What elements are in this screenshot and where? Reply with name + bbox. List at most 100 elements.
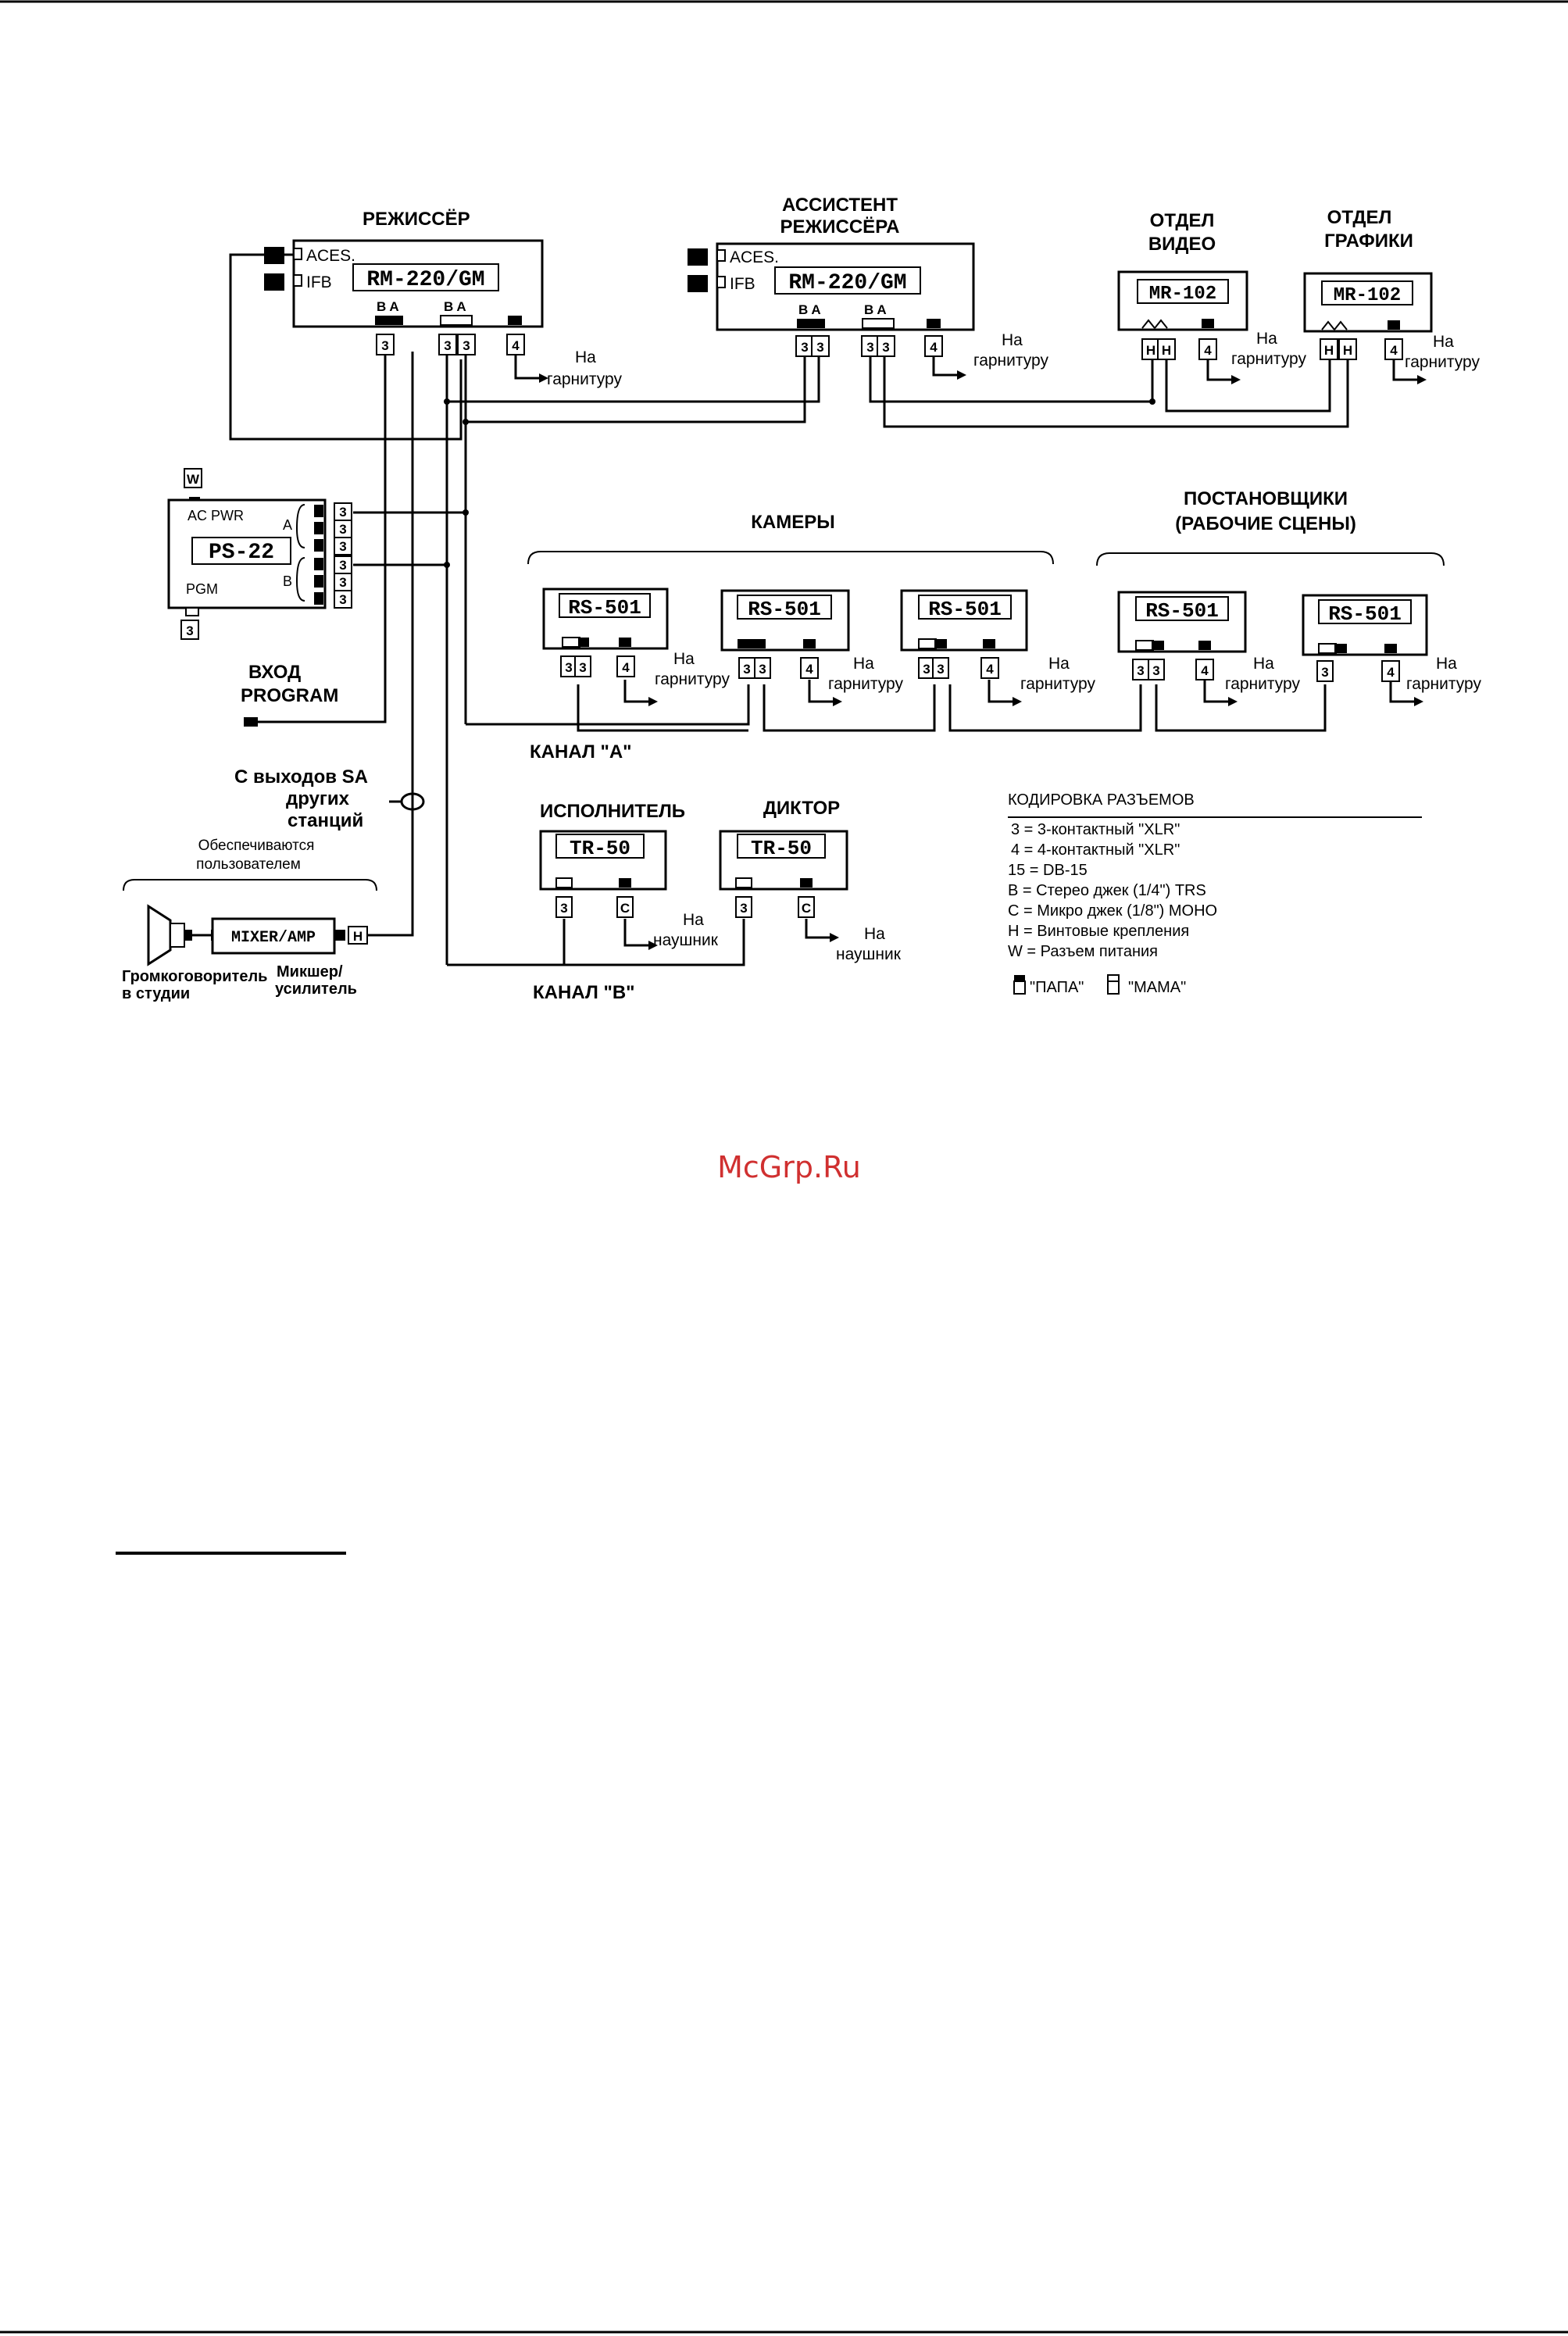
power-supply-station: W AC PWR PS-22 A B 3 3 3 3 3 3 PGM 3 bbox=[167, 468, 352, 640]
svg-text:3: 3 bbox=[882, 340, 889, 355]
mixer-caption-2: усилитель bbox=[275, 980, 357, 998]
graphics-dept-station: ОТДЕЛ ГРАФИКИ MR-102 H H 4 На гарнитуру bbox=[1303, 207, 1480, 371]
svg-text:3: 3 bbox=[339, 592, 346, 607]
mixer-caption-1: Микшер/ bbox=[277, 963, 343, 980]
sa-outputs-2: других bbox=[286, 788, 350, 809]
assistant-station: АССИСТЕНТ РЕЖИССЁРА ACES. IFB RM-220/GM … bbox=[688, 195, 1048, 370]
graphics-title-1: ОТДЕЛ bbox=[1327, 207, 1392, 228]
stagehands-title-1: ПОСТАНОВЩИКИ bbox=[1184, 488, 1348, 509]
svg-text:3: 3 bbox=[866, 340, 873, 355]
video-model: MR-102 bbox=[1149, 284, 1216, 305]
assistant-ba-1: B A bbox=[798, 302, 821, 317]
channel-a-label: КАНАЛ "A" bbox=[530, 741, 632, 763]
svg-text:4: 4 bbox=[986, 662, 994, 677]
svg-text:3: 3 bbox=[579, 660, 586, 675]
announcer-title: ДИКТОР bbox=[763, 798, 840, 819]
svg-text:H: H bbox=[1146, 343, 1155, 358]
announcer-phones-1: На bbox=[864, 925, 885, 943]
user-supplied-2: пользователем bbox=[196, 856, 301, 873]
assistant-headset-2: гарнитуру bbox=[973, 352, 1048, 370]
svg-text:3: 3 bbox=[463, 338, 470, 353]
camera-1-model: RS-501 bbox=[568, 596, 641, 620]
camera-2-headset-2: гарнитуру bbox=[828, 675, 903, 693]
svg-text:H: H bbox=[1162, 343, 1171, 358]
svg-text:3: 3 bbox=[801, 340, 808, 355]
assistant-model: RM-220/GM bbox=[788, 271, 906, 295]
watermark: McGrp.Ru bbox=[717, 1150, 861, 1184]
graphics-headset-2: гарнитуру bbox=[1405, 353, 1480, 371]
mixer-group: MIXER/AMP H Микшер/ усилитель bbox=[211, 917, 368, 998]
speaker-icon bbox=[147, 904, 172, 966]
video-headset-1: На bbox=[1256, 330, 1277, 348]
director-ba-1: B A bbox=[377, 299, 399, 314]
svg-text:4: 4 bbox=[930, 340, 938, 355]
svg-text:3: 3 bbox=[1152, 663, 1159, 678]
director-ifb-label: IFB bbox=[306, 273, 332, 291]
svg-text:3: 3 bbox=[186, 623, 193, 638]
svg-text:3: 3 bbox=[560, 901, 567, 916]
graphics-headset-1: На bbox=[1433, 333, 1454, 351]
connector-legend: КОДИРОВКА РАЗЪЕМОВ 3 = 3-контактный "XLR… bbox=[1008, 791, 1422, 996]
svg-text:3: 3 bbox=[923, 662, 930, 677]
announcer-station: ДИКТОР TR-50 3 C На наушник bbox=[719, 798, 902, 963]
camera-3-model: RS-501 bbox=[928, 598, 1002, 621]
stagehand-1-model: RS-501 bbox=[1145, 599, 1219, 623]
svg-text:3: 3 bbox=[444, 338, 451, 353]
female-connector-icon bbox=[1107, 980, 1120, 995]
user-supplied-1: Обеспечиваются bbox=[198, 838, 315, 854]
ps22-acpwr: AC PWR bbox=[188, 508, 244, 523]
svg-text:H: H bbox=[1324, 343, 1334, 358]
legend-item-6: H = Винтовые крепления bbox=[1008, 923, 1189, 940]
svg-text:H: H bbox=[353, 929, 363, 944]
program-in-2: PROGRAM bbox=[241, 685, 338, 706]
performer-model: TR-50 bbox=[570, 837, 630, 860]
svg-text:4: 4 bbox=[512, 338, 520, 353]
ps22-model: PS-22 bbox=[209, 541, 274, 565]
ps22-b-label: B bbox=[283, 573, 292, 589]
speaker-group: Громкоговоритель в студии bbox=[122, 904, 267, 1002]
svg-text:3: 3 bbox=[381, 338, 388, 353]
cameras-group: КАМЕРЫ RS-501 3 3 4 На гарнитуру RS-501 … bbox=[527, 512, 1095, 693]
stagehand-2-headset-1: На bbox=[1436, 655, 1457, 673]
svg-text:3: 3 bbox=[339, 539, 346, 554]
camera-1-headset-2: гарнитуру bbox=[655, 670, 730, 688]
director-station: РЕЖИССЁР ACES. IFB RM-220/GM B A B A 3 3… bbox=[264, 209, 622, 388]
stagehand-1-headset-2: гарнитуру bbox=[1225, 675, 1300, 693]
svg-text:3: 3 bbox=[743, 662, 750, 677]
mixer-model: MIXER/AMP bbox=[231, 929, 316, 947]
legend-item-1: 3 = 3-контактный "XLR" bbox=[1011, 821, 1180, 838]
graphics-model: MR-102 bbox=[1334, 285, 1401, 306]
svg-text:4: 4 bbox=[1387, 665, 1395, 680]
ps22-pgm: PGM bbox=[186, 581, 218, 597]
video-title-1: ОТДЕЛ bbox=[1150, 210, 1215, 231]
legend-male: "ПАПА" bbox=[1030, 979, 1084, 996]
svg-text:4: 4 bbox=[805, 662, 813, 677]
legend-item-3: 15 = DB-15 bbox=[1008, 862, 1088, 879]
svg-text:C: C bbox=[802, 901, 811, 916]
director-ba-2: B A bbox=[444, 299, 466, 314]
svg-text:3: 3 bbox=[1137, 663, 1144, 678]
svg-text:4: 4 bbox=[1201, 663, 1209, 678]
svg-text:4: 4 bbox=[1390, 343, 1398, 358]
announcer-model: TR-50 bbox=[751, 837, 812, 860]
speaker-caption-1: Громкоговоритель bbox=[122, 968, 267, 985]
director-model: RM-220/GM bbox=[366, 268, 484, 292]
channel-b-label: КАНАЛ "B" bbox=[533, 982, 635, 1003]
director-headset-2: гарнитуру bbox=[547, 370, 622, 388]
video-dept-station: ОТДЕЛ ВИДЕО MR-102 H H 4 На гарнитуру bbox=[1117, 210, 1306, 368]
cameras-title: КАМЕРЫ bbox=[751, 512, 834, 533]
assistant-aces-label: ACES. bbox=[730, 248, 779, 266]
svg-text:H: H bbox=[1343, 343, 1352, 358]
stagehands-group: ПОСТАНОВЩИКИ (РАБОЧИЕ СЦЕНЫ) RS-501 3 3 … bbox=[1096, 488, 1481, 693]
performer-title: ИСПОЛНИТЕЛЬ bbox=[540, 801, 685, 822]
svg-text:4: 4 bbox=[622, 660, 630, 675]
legend-item-2: 4 = 4-контактный "XLR" bbox=[1011, 841, 1180, 859]
svg-text:3: 3 bbox=[339, 522, 346, 537]
svg-text:3: 3 bbox=[759, 662, 766, 677]
stagehand-2-headset-2: гарнитуру bbox=[1406, 675, 1481, 693]
stagehand-1-headset-1: На bbox=[1253, 655, 1274, 673]
graphics-title-2: ГРАФИКИ bbox=[1324, 230, 1413, 252]
video-headset-2: гарнитуру bbox=[1231, 350, 1306, 368]
stagehands-title-2: (РАБОЧИЕ СЦЕНЫ) bbox=[1175, 513, 1356, 534]
camera-3-headset-1: На bbox=[1048, 655, 1070, 673]
